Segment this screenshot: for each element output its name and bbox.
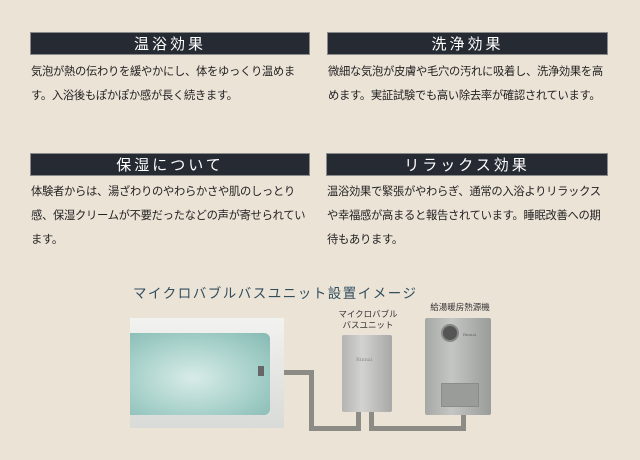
access-panel — [441, 383, 479, 407]
section-header-moisturizing: 保湿について — [30, 153, 310, 176]
section-header-relax: リラックス効果 — [326, 153, 608, 176]
unit-label-line1: マイクロバブル — [338, 310, 398, 320]
section-header-cleansing: 洗浄効果 — [327, 32, 608, 55]
boiler-label: 給湯暖房熱源機 — [430, 303, 490, 313]
bath-water — [130, 333, 270, 415]
diagram-title: マイクロバブルバスユニット設置イメージ — [133, 286, 418, 302]
pipe — [461, 412, 466, 431]
microbubble-unit: Rinnai — [342, 335, 392, 412]
unit-label-line2: バスユニット — [342, 321, 394, 331]
unit-label: マイクロバブル バスユニット — [328, 310, 408, 332]
bathtub-image — [130, 318, 284, 428]
bubble-outlet — [258, 366, 264, 376]
pipe — [309, 426, 361, 431]
section-text-relax: 温浴効果で緊張がやわらぎ、通常の入浴よりリラックスや幸福感が高まると報告されてい… — [327, 185, 601, 246]
brand-logo: Rinnai — [463, 332, 477, 337]
water-heater: Rinnai — [425, 318, 491, 415]
section-header-warm-bath: 温浴効果 — [30, 32, 310, 55]
pipe — [284, 370, 314, 375]
pipe — [356, 412, 361, 431]
pipe — [309, 370, 314, 430]
brand-logo: Rinnai — [356, 357, 373, 363]
pipe — [369, 426, 466, 431]
section-text-moisturizing: 体験者からは、湯ざわりのやわらかさや肌のしっとり感、保湿クリームが不要だったなど… — [31, 185, 306, 246]
section-text-warm-bath: 気泡が熱の伝わりを緩やかにし、体をゆっくり温めます。入浴後もぽかぽか感が長く続き… — [31, 65, 295, 102]
section-text-cleansing: 微細な気泡が皮膚や毛穴の汚れに吸着し、洗浄効果を高めます。実証試験でも高い除去率… — [328, 65, 603, 102]
exhaust-vent-icon — [441, 324, 459, 342]
pipe — [369, 412, 374, 431]
